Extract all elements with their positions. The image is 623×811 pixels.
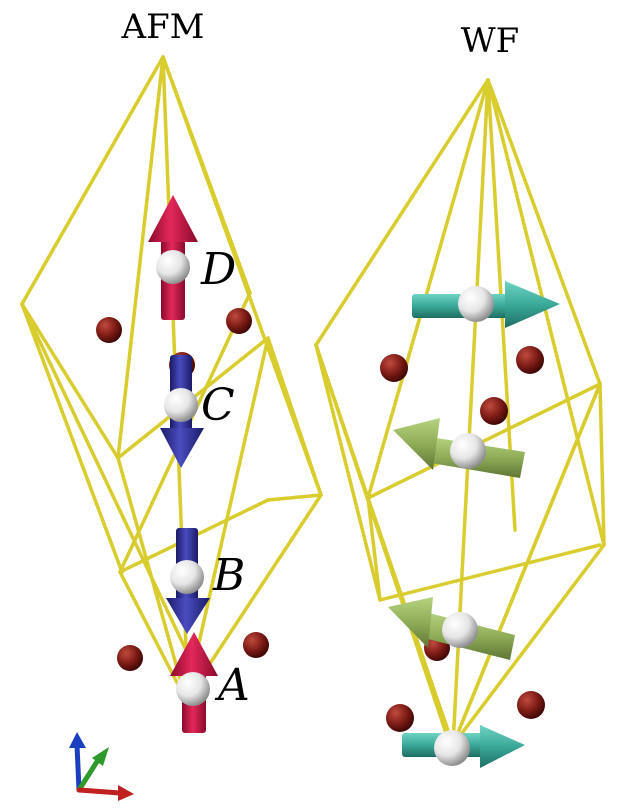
- wf-oxygen-atoms: [380, 346, 545, 732]
- x-axis: [76, 787, 123, 796]
- metal-atom-wf-top: [458, 286, 494, 322]
- oxygen-atom: [480, 397, 508, 425]
- y-axis: [76, 757, 101, 793]
- oxygen-atom: [386, 704, 414, 732]
- metal-atom-site-a: [176, 672, 210, 706]
- oxygen-atom: [517, 691, 545, 719]
- metal-atom-site-c: [164, 388, 198, 422]
- afm-panel: AFM: [20, 7, 323, 733]
- wf-panel: WF: [314, 21, 606, 768]
- metal-atom-wf-lower: [442, 612, 478, 648]
- site-label-d: D: [200, 244, 236, 295]
- site-label-a: A: [214, 660, 250, 711]
- metal-atom-site-d: [156, 250, 190, 284]
- oxygen-atom: [243, 632, 269, 658]
- oxygen-atom: [117, 645, 143, 671]
- axes-orientation-icon: [69, 732, 134, 801]
- oxygen-atom: [226, 308, 252, 334]
- metal-atom-wf-bottom: [434, 730, 470, 766]
- oxygen-atom: [516, 346, 544, 374]
- site-label-c: C: [201, 380, 235, 431]
- afm-title: AFM: [121, 7, 205, 47]
- metal-atom-site-b: [170, 560, 204, 594]
- wf-title: WF: [461, 21, 520, 61]
- oxygen-atom: [96, 317, 122, 343]
- z-axis: [74, 742, 82, 793]
- metal-atom-wf-upper: [450, 433, 486, 469]
- oxygen-atom: [380, 354, 408, 382]
- site-label-b: B: [212, 550, 245, 601]
